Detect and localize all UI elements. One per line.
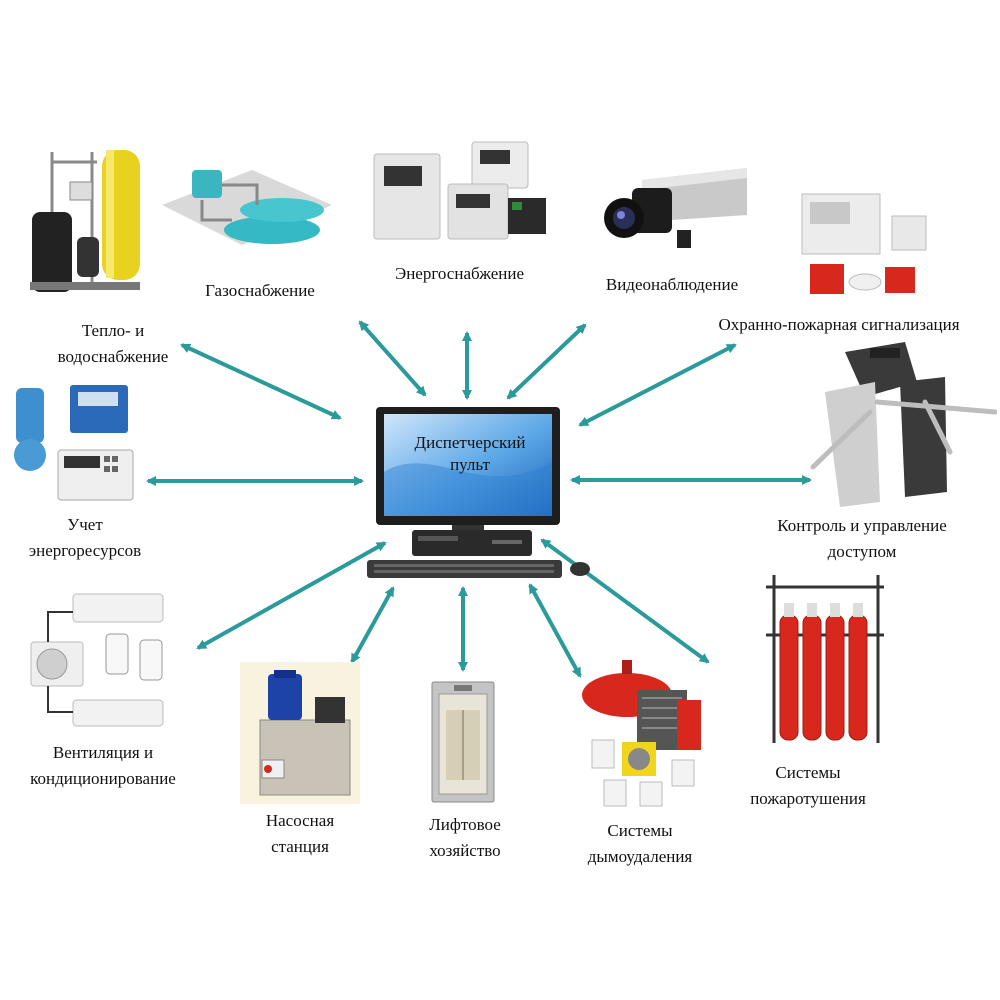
access-control-line2: доступом [827, 542, 897, 561]
monitor-screen [384, 414, 552, 516]
access-control-line1: Контроль и управление [777, 516, 947, 535]
video-label: Видеонаблюдение [582, 272, 762, 298]
fire-ext-line2: пожаротушения [750, 789, 866, 808]
arrow-fire-ext [540, 538, 710, 664]
energy-image [373, 141, 546, 240]
smoke-line1: Системы [607, 821, 673, 840]
energy-accounting-label: Учет энергоресурсов [0, 512, 170, 564]
fire-extinguishing-image [766, 575, 884, 743]
access-control-label: Контроль и управление доступом [742, 513, 982, 565]
video-camera-image [604, 168, 747, 248]
dispatcher-console [367, 407, 590, 578]
ventilation-image [30, 593, 164, 727]
turnstile-image [810, 342, 997, 507]
pump-station-image [240, 662, 360, 804]
arrow-ventilation [196, 541, 387, 650]
center-label: Диспетчерский пульт [385, 432, 555, 476]
mouse [570, 562, 590, 576]
ventilation-line2: кондиционирование [30, 769, 176, 788]
smoke-removal-image [582, 660, 701, 807]
security-fire-image [801, 193, 927, 294]
arrow-video [506, 323, 587, 400]
heat-water-line2: водоснабжение [57, 347, 169, 366]
heat-water-image [30, 150, 140, 292]
heat-water-label: Тепло- и водоснабжение [28, 318, 198, 370]
pump-line2: станция [271, 837, 329, 856]
arrow-pump [350, 586, 395, 664]
gas-line1: Газоснабжение [205, 281, 315, 300]
gas-image [162, 170, 332, 245]
arrow-security [578, 343, 737, 427]
arrow-heat-water [180, 343, 342, 420]
smoke-label: Системы дымоудаления [560, 818, 720, 870]
smoke-line2: дымоудаления [587, 847, 693, 866]
security-fire-line1: Охранно-пожарная сигнализация [718, 315, 960, 334]
ventilation-label: Вентиляция и кондиционирование [8, 740, 198, 792]
energy-line1: Энергоснабжение [394, 264, 525, 283]
elevator-image [431, 681, 495, 803]
energy-label: Энергоснабжение [372, 261, 547, 287]
keyboard [367, 560, 562, 578]
energy-accounting-line2: энергоресурсов [28, 541, 142, 560]
energy-accounting-line1: Учет [67, 515, 103, 534]
center-label-line2: пульт [450, 455, 490, 474]
fire-ext-line1: Системы [775, 763, 841, 782]
video-line1: Видеонаблюдение [605, 275, 739, 294]
gas-label: Газоснабжение [185, 278, 335, 304]
ventilation-line1: Вентиляция и [52, 743, 154, 762]
heat-water-line1: Тепло- и [81, 321, 145, 340]
pump-label: Насосная станция [225, 808, 375, 860]
arrow-gas [358, 320, 427, 397]
elevator-line1: Лифтовое [429, 815, 501, 834]
elevator-line2: хозяйство [429, 841, 501, 860]
security-fire-label: Охранно-пожарная сигнализация [680, 312, 998, 338]
elevator-label: Лифтовое хозяйство [390, 812, 540, 864]
arrow-smoke [528, 583, 582, 678]
fire-ext-label: Системы пожаротушения [728, 760, 888, 812]
energy-accounting-image [14, 385, 134, 501]
pump-line1: Насосная [265, 811, 335, 830]
center-label-line1: Диспетчерский [414, 433, 526, 452]
